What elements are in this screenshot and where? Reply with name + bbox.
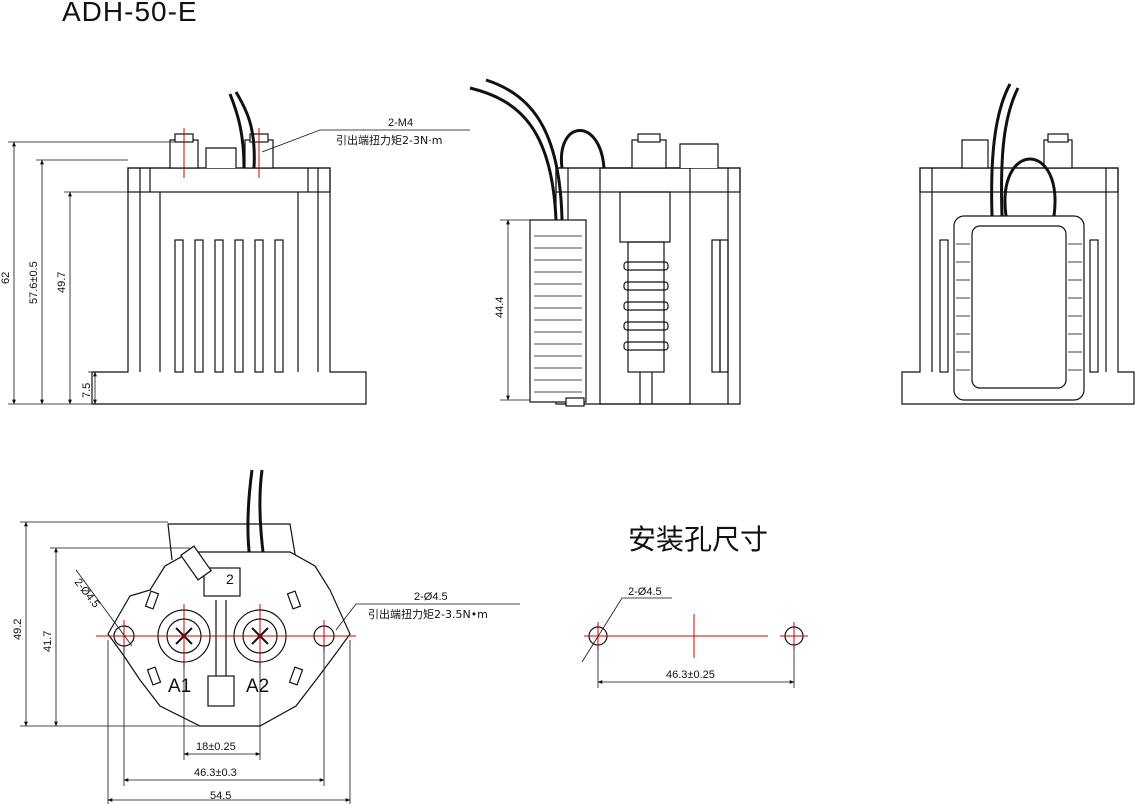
dim-height-inner: 41.7 [42,631,54,652]
mounting-holes-dimensions [581,597,795,688]
dim-overall-width: 54.5 [210,790,231,802]
rear-coil-fins [956,243,1082,371]
drawing-title: ADH-50-E [62,0,198,27]
label-a1: A1 [168,676,191,697]
note-terminal-torque: 引出端扭力矩2-3N·m [336,133,442,147]
dim-coil-height: 44.4 [494,297,506,318]
dim-hole-spacing: 46.3±0.3 [194,767,237,779]
dim-terminal-spacing: 18±0.25 [196,741,236,753]
badge-number: 2 [226,571,234,587]
dim-total-height: 62 [0,272,12,284]
rear-view [901,83,1135,405]
front-ribs [174,239,284,373]
label-a2: A2 [246,676,269,697]
bottom-view [96,469,356,727]
side-dimensions [500,219,530,401]
dim-body-height: 57.6±0.5 [28,261,40,304]
mounting-holes-view [584,614,808,658]
note-diag-holes: 2-Ø4.5 [72,576,102,610]
front-view [91,91,367,405]
dim-flange-height: 7.5 [81,383,93,398]
dim-housing-height: 49.7 [56,272,68,293]
coil-fins [534,235,582,393]
note-thread: 2-M4 [388,117,413,129]
front-dimensions [8,129,470,405]
bottom-dimensions [20,521,520,804]
mounting-holes-title: 安装孔尺寸 [628,523,769,556]
mounting-hole-spacing: 46.3±0.25 [666,669,715,681]
side-view [469,78,741,407]
note-bottom-holes: 2-Ø4.5 [414,591,448,603]
mounting-note-holes: 2-Ø4.5 [628,586,662,598]
dim-height-outer: 49.2 [12,619,24,640]
note-bottom-torque: 引出端扭力矩2-3.5N•m [368,607,488,621]
